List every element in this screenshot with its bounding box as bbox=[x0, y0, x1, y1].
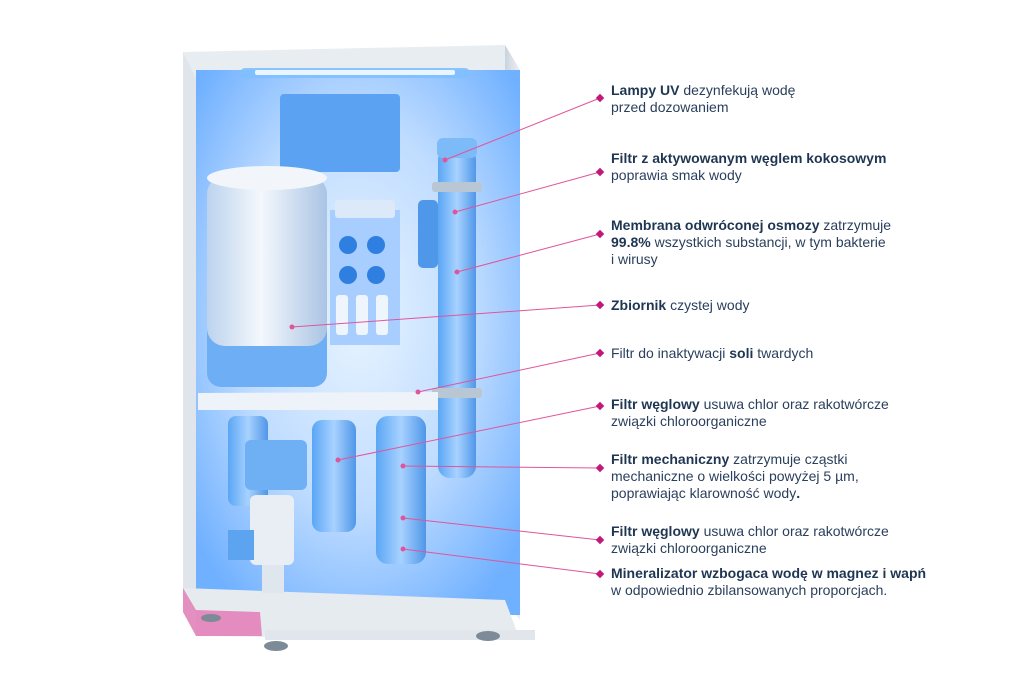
marker-diamond-icon bbox=[595, 569, 605, 579]
ro-membrane-column bbox=[418, 138, 482, 478]
label-text: dezynfekują wodę bbox=[679, 82, 796, 98]
label-bold-text: Filtr węglowy bbox=[611, 523, 700, 539]
label-line: Filtr mechaniczny zatrzymuje cząstki bbox=[611, 451, 859, 468]
label-line: związki chloroorganiczne bbox=[611, 413, 889, 430]
marker-diamond-icon bbox=[595, 229, 605, 239]
leader-line-carbon-coconut-filter bbox=[454, 171, 601, 213]
water-tank bbox=[207, 166, 327, 387]
dosing-panel bbox=[330, 200, 400, 345]
label-text: i wirusy bbox=[611, 251, 658, 267]
label-hard-salt-filter: Filtr do inaktywacji soli twardych bbox=[611, 345, 813, 362]
label-text: usuwa chlor oraz rakotwórcze bbox=[699, 523, 889, 539]
carbon-filter-small bbox=[418, 200, 438, 268]
leader-dot-carbon-filter-2 bbox=[400, 515, 406, 521]
label-line: przed dozowaniem bbox=[611, 99, 795, 116]
marker-diamond-icon bbox=[595, 300, 605, 310]
leader-line-carbon-filter-2 bbox=[402, 517, 601, 541]
leader-line-mechanical-filter bbox=[402, 465, 601, 469]
label-text: związki chloroorganiczne bbox=[611, 540, 767, 556]
label-clean-water-tank: Zbiornik czystej wody bbox=[611, 297, 749, 314]
label-bold-text: 99.8% bbox=[611, 234, 651, 250]
label-text: poprawiając klarowność wody bbox=[611, 485, 797, 501]
leader-dot-carbon-filter-1 bbox=[335, 457, 341, 463]
leader-line-hard-salt-filter bbox=[417, 352, 601, 393]
label-text: mechaniczne o wielkości powyżej 5 µm, bbox=[611, 468, 859, 484]
label-text: związki chloroorganiczne bbox=[611, 413, 767, 429]
label-bold-text: soli bbox=[729, 345, 754, 361]
label-line: poprawia smak wody bbox=[611, 167, 886, 184]
label-text: poprawia smak wody bbox=[611, 167, 742, 183]
marker-diamond-icon bbox=[595, 93, 605, 103]
marker-diamond-icon bbox=[595, 463, 605, 473]
label-bold-text: Zbiornik bbox=[611, 297, 667, 313]
label-carbon-filter-1: Filtr węglowy usuwa chlor oraz rakotwórc… bbox=[611, 396, 889, 430]
label-line: Filtr z aktywowanym węglem kokosowym bbox=[611, 150, 886, 167]
label-text: usuwa chlor oraz rakotwórcze bbox=[699, 396, 889, 412]
cabinet-feet bbox=[201, 614, 500, 651]
label-bold-text: Filtr z aktywowanym węglem kokosowym bbox=[611, 150, 887, 166]
label-bold-text: . bbox=[796, 485, 801, 501]
uv-lamp-icon bbox=[240, 68, 470, 78]
label-bold-text: Filtr węglowy bbox=[611, 396, 700, 412]
label-text: wszystkich substancji, w tym bakterie bbox=[650, 234, 886, 250]
label-line: 99.8% wszystkich substancji, w tym bakte… bbox=[611, 234, 891, 251]
leader-dot-carbon-coconut-filter bbox=[452, 209, 458, 215]
marker-diamond-icon bbox=[595, 348, 605, 358]
label-bold-text: Membrana odwróconej osmozy bbox=[611, 217, 820, 233]
leader-line-mineralizer bbox=[402, 548, 601, 575]
leader-dot-ro-membrane bbox=[454, 269, 460, 275]
leader-dot-mechanical-filter bbox=[400, 463, 406, 469]
label-line: Zbiornik czystej wody bbox=[611, 297, 749, 314]
leader-line-clean-water-tank bbox=[291, 304, 601, 328]
label-line: mechaniczne o wielkości powyżej 5 µm, bbox=[611, 468, 859, 485]
label-text: zatrzymuje bbox=[819, 217, 892, 233]
label-line: Filtr do inaktywacji soli twardych bbox=[611, 345, 813, 362]
label-line: Filtr węglowy usuwa chlor oraz rakotwórc… bbox=[611, 523, 889, 540]
marker-diamond-icon bbox=[595, 167, 605, 177]
control-box bbox=[280, 94, 400, 172]
marker-diamond-icon bbox=[595, 535, 605, 545]
label-bold-text: Mineralizator wzbogaca wodę w magnez i w… bbox=[611, 565, 927, 581]
label-line: i wirusy bbox=[611, 251, 891, 268]
leader-dot-mineralizer bbox=[400, 546, 406, 552]
label-line: Membrana odwróconej osmozy zatrzymuje bbox=[611, 217, 891, 234]
label-text: w odpowiednio zbilansowanych proporcjach… bbox=[611, 582, 888, 598]
label-mineralizer: Mineralizator wzbogaca wodę w magnez i w… bbox=[611, 565, 926, 599]
label-bold-text: Lampy UV bbox=[611, 82, 680, 98]
leader-lines bbox=[289, 93, 605, 579]
label-line: Filtr węglowy usuwa chlor oraz rakotwórc… bbox=[611, 396, 889, 413]
label-line: Mineralizator wzbogaca wodę w magnez i w… bbox=[611, 565, 926, 582]
label-text: przed dozowaniem bbox=[611, 99, 729, 115]
label-bold-text: Filtr mechaniczny bbox=[611, 451, 730, 467]
label-line: w odpowiednio zbilansowanych proporcjach… bbox=[611, 582, 926, 599]
shelf bbox=[198, 392, 438, 410]
pump bbox=[228, 440, 307, 593]
label-text: zatrzymuje cząstki bbox=[729, 451, 848, 467]
label-text: czystej wody bbox=[666, 297, 750, 313]
label-carbon-filter-2: Filtr węglowy usuwa chlor oraz rakotwórc… bbox=[611, 523, 889, 557]
leader-line-ro-membrane bbox=[456, 233, 601, 273]
label-line: Lampy UV dezynfekują wodę bbox=[611, 82, 795, 99]
label-text: twardych bbox=[753, 345, 814, 361]
leader-line-uv-lamps bbox=[444, 97, 601, 161]
leader-dot-hard-salt-filter bbox=[415, 389, 421, 395]
marker-diamond-icon bbox=[595, 401, 605, 411]
label-line: poprawiając klarowność wody. bbox=[611, 485, 859, 502]
label-line: związki chloroorganiczne bbox=[611, 540, 889, 557]
leader-line-carbon-filter-1 bbox=[337, 405, 601, 461]
leader-dot-clean-water-tank bbox=[289, 324, 295, 330]
leader-dot-uv-lamps bbox=[442, 157, 448, 163]
pink-base-trim bbox=[183, 588, 196, 636]
label-text: Filtr do inaktywacji bbox=[611, 345, 730, 361]
